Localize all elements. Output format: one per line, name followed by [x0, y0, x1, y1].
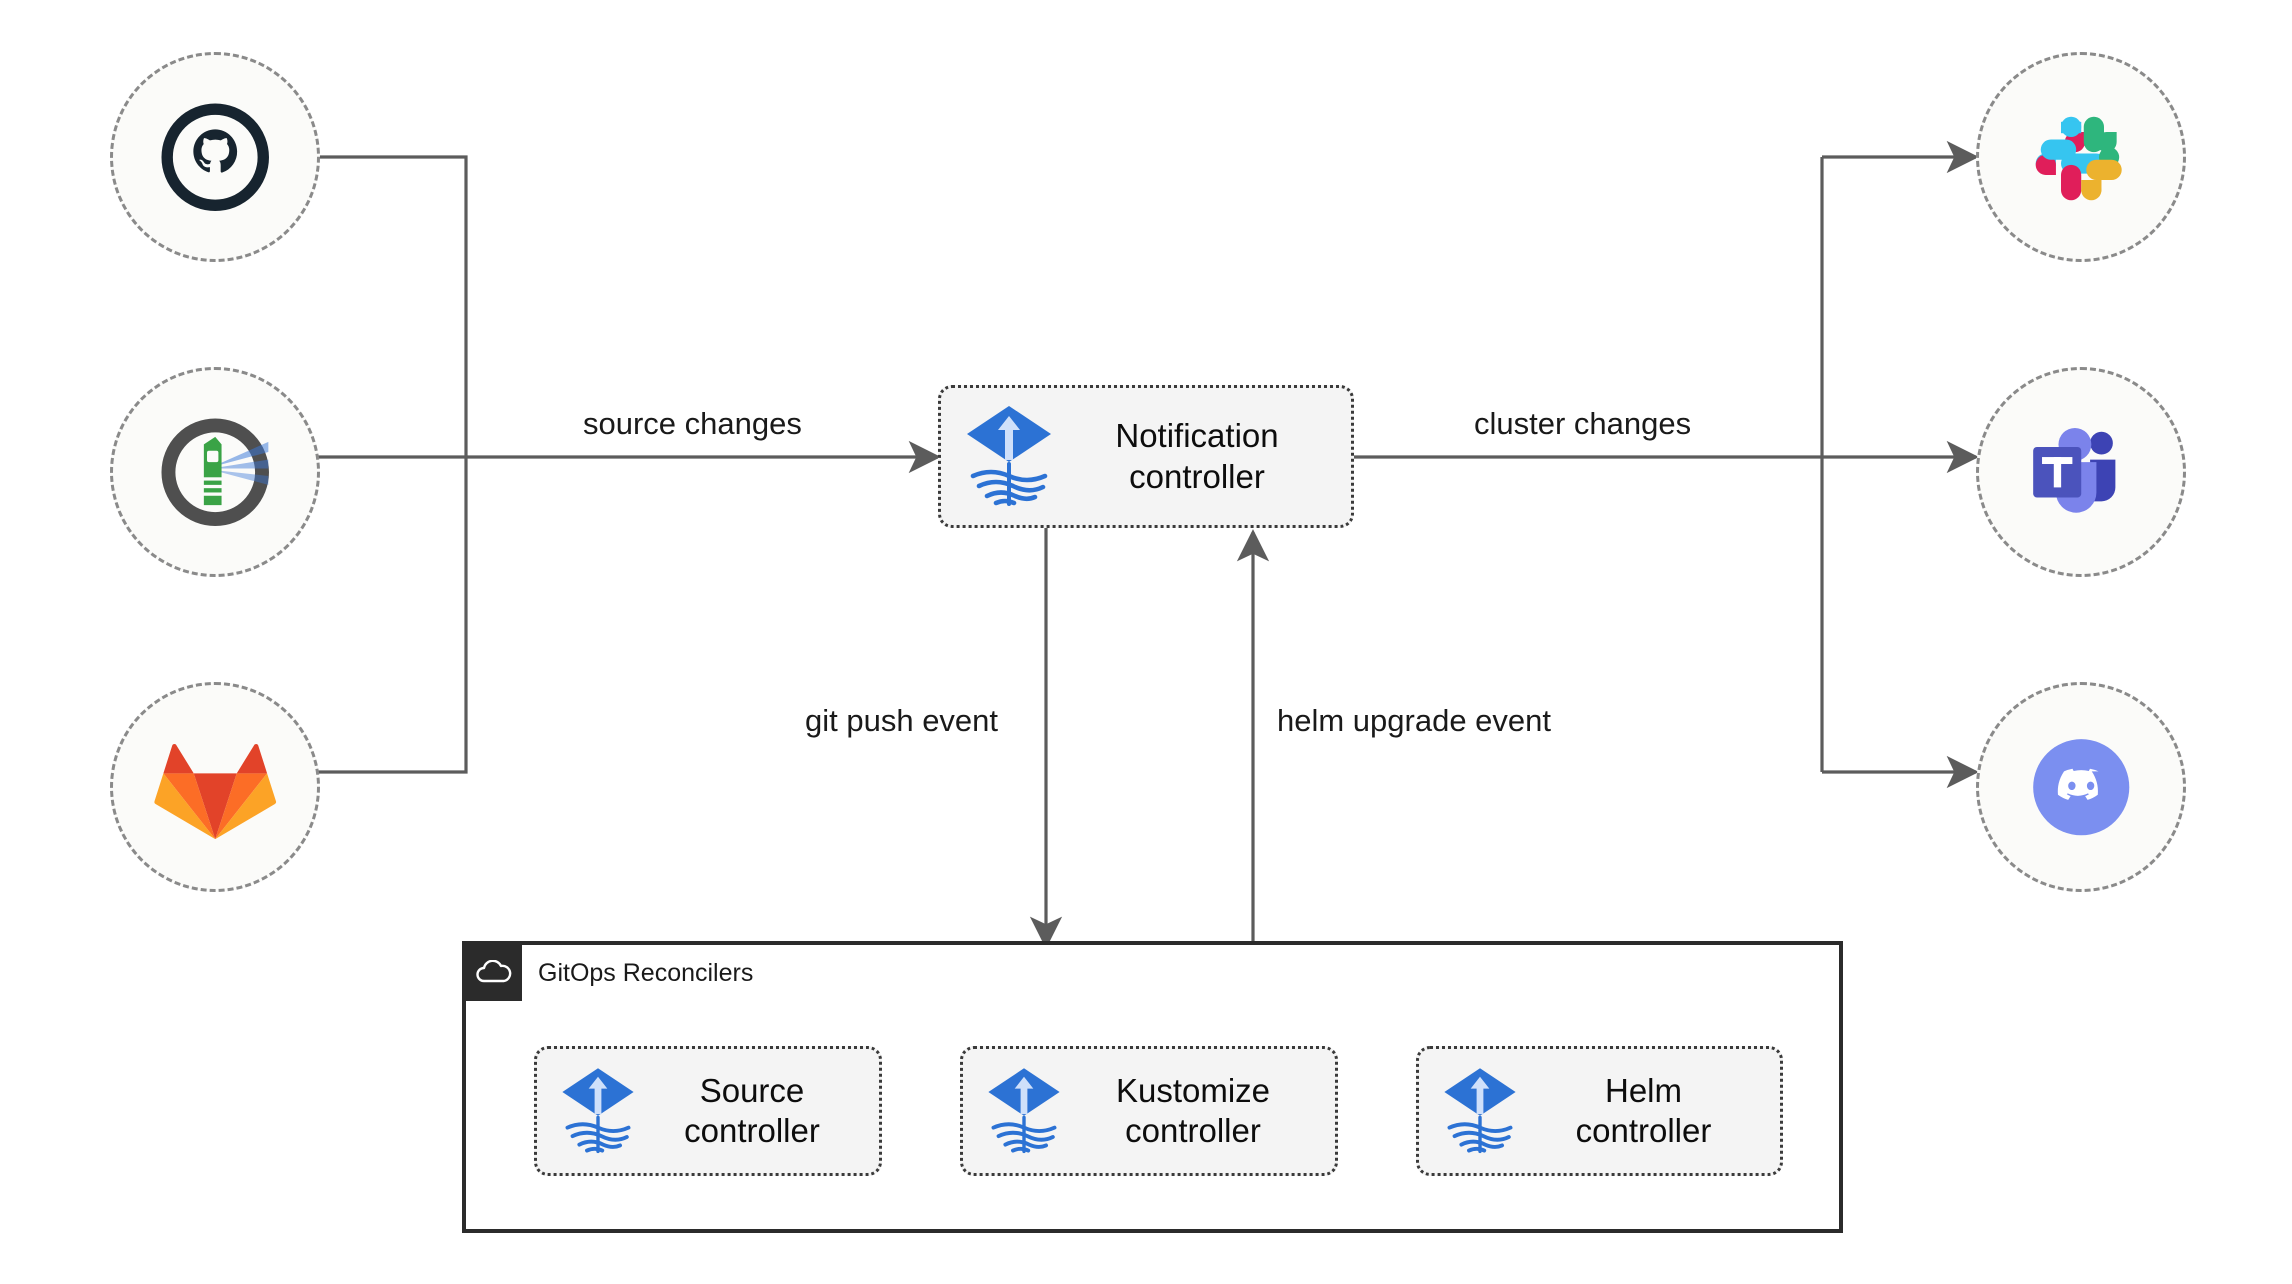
edge-label-git-push-event: git push event [805, 703, 999, 738]
target-node-slack[interactable] [1976, 52, 2186, 262]
helm-controller-box[interactable]: Helm controller [1416, 1046, 1783, 1176]
flux-logo-icon [985, 1064, 1063, 1159]
discord-icon [2018, 724, 2144, 850]
kustomize-controller-label: Kustomize controller [1115, 1071, 1271, 1149]
source-controller-label: Source controller [684, 1071, 820, 1149]
microsoft-teams-icon [2018, 409, 2144, 535]
cloud-icon [466, 945, 522, 1001]
target-node-discord[interactable] [1976, 682, 2186, 892]
gitlab-icon [152, 724, 278, 850]
edge-label-cluster-changes: cluster changes [1474, 406, 1692, 441]
helm-controller-label: Helm controller [1575, 1071, 1712, 1149]
target-node-teams[interactable] [1976, 367, 2186, 577]
edge-label-helm-upgrade-event: helm upgrade event [1277, 703, 1552, 738]
slack-icon [2018, 94, 2144, 220]
source-node-github[interactable] [110, 52, 320, 262]
edge-label-source-changes: source changes [583, 406, 802, 441]
source-controller-box[interactable]: Source controller [534, 1046, 882, 1176]
flux-logo-icon [963, 402, 1055, 511]
source-node-gitlab[interactable] [110, 682, 320, 892]
gitops-title: GitOps Reconcilers [538, 958, 754, 987]
gitops-header: GitOps Reconcilers [466, 945, 753, 1001]
flux-logo-icon [559, 1064, 637, 1159]
notification-controller-label: Notification controller [1115, 417, 1279, 495]
wire-gitlab-to-trunk [318, 457, 468, 774]
github-icon [152, 94, 278, 220]
notification-controller-box[interactable]: Notification controller [938, 385, 1354, 528]
source-node-flux[interactable] [110, 367, 320, 577]
wire-github-to-trunk [318, 155, 468, 457]
gitops-reconcilers-container: GitOps Reconcilers Source controller [462, 941, 1843, 1233]
flux-logo-icon [1441, 1064, 1519, 1159]
kustomize-controller-box[interactable]: Kustomize controller [960, 1046, 1338, 1176]
flux-lighthouse-icon [152, 409, 278, 535]
